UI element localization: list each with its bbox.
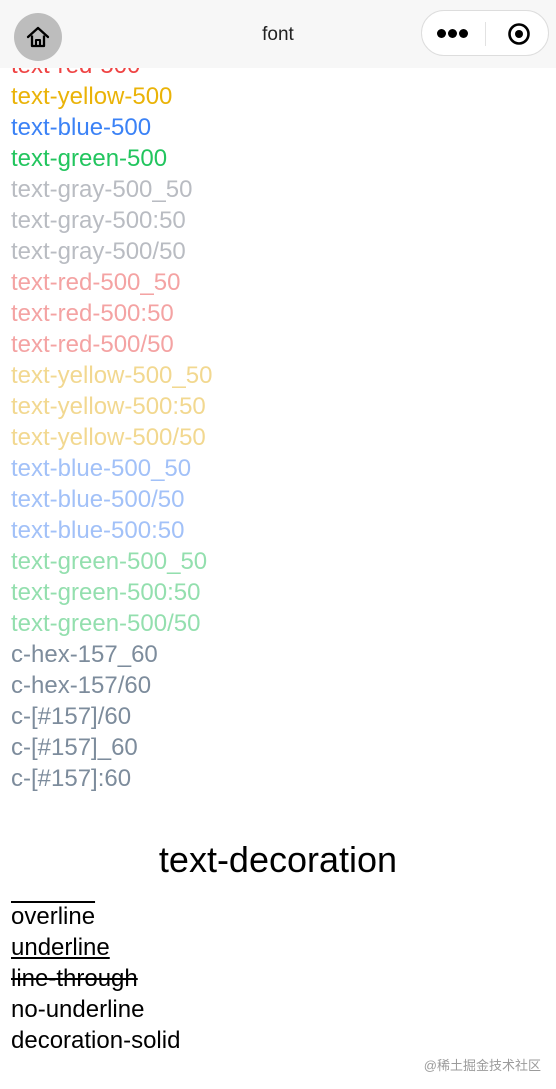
color-text-line: text-yellow-500/50	[11, 424, 206, 451]
color-text-line: c-[#157]_60	[11, 734, 138, 761]
color-text-line: c-[#157]/60	[11, 703, 132, 730]
dot-icon	[459, 29, 468, 38]
watermark-text: @稀土掘金技术社区	[423, 1058, 541, 1073]
dot-icon	[448, 29, 457, 38]
color-text-line: text-yellow-500:50	[11, 393, 206, 420]
target-close-icon[interactable]	[507, 22, 531, 46]
color-text-line: text-red-500:50	[11, 300, 174, 327]
no-underline-text: no-underline	[11, 996, 145, 1023]
overline-example: overline	[11, 901, 511, 932]
mini-program-capsule	[421, 10, 549, 56]
underline-example: underline	[11, 932, 511, 963]
dot-icon	[437, 29, 446, 38]
underline-text: underline	[11, 934, 110, 961]
mini-program-navbar: font	[0, 0, 556, 68]
capsule-divider	[485, 22, 486, 46]
more-dots-icon[interactable]	[437, 29, 471, 39]
color-text-line: text-yellow-500_50	[11, 362, 213, 389]
home-button[interactable]	[14, 13, 62, 61]
text-color-list: text-red-500 text-yellow-500 text-blue-5…	[11, 50, 551, 794]
color-text-line: c-hex-157/60	[11, 672, 152, 699]
color-text-line: text-blue-500	[11, 114, 152, 141]
color-text-line: text-blue-500_50	[11, 455, 192, 482]
no-underline-example: no-underline	[11, 994, 511, 1025]
color-text-line: text-blue-500/50	[11, 486, 185, 513]
overline-text: overline	[11, 903, 96, 930]
color-text-line: text-yellow-500	[11, 83, 173, 110]
page-title: font	[262, 24, 294, 45]
color-text-line: text-green-500	[11, 145, 168, 172]
color-text-line: text-red-500/50	[11, 331, 174, 358]
decoration-list: overline underline line-through no-under…	[11, 901, 511, 1056]
color-text-line: text-green-500_50	[11, 548, 208, 575]
line-through-text: line-through	[11, 965, 138, 992]
color-text-line: text-green-500:50	[11, 579, 201, 606]
color-text-line: c-[#157]:60	[11, 765, 132, 792]
home-icon	[26, 26, 50, 48]
color-text-line: text-red-500_50	[11, 269, 181, 296]
decoration-solid-text: decoration-solid	[11, 1027, 181, 1054]
color-text-line: text-gray-500/50	[11, 238, 186, 265]
color-text-line: text-blue-500:50	[11, 517, 185, 544]
color-text-line: c-hex-157_60	[11, 641, 158, 668]
color-text-line: text-gray-500_50	[11, 176, 193, 203]
color-text-line: text-green-500/50	[11, 610, 201, 637]
color-text-line: text-gray-500:50	[11, 207, 186, 234]
decoration-solid-example: decoration-solid	[11, 1025, 511, 1056]
line-through-example: line-through	[11, 963, 511, 994]
text-decoration-heading: text-decoration	[158, 839, 398, 880]
